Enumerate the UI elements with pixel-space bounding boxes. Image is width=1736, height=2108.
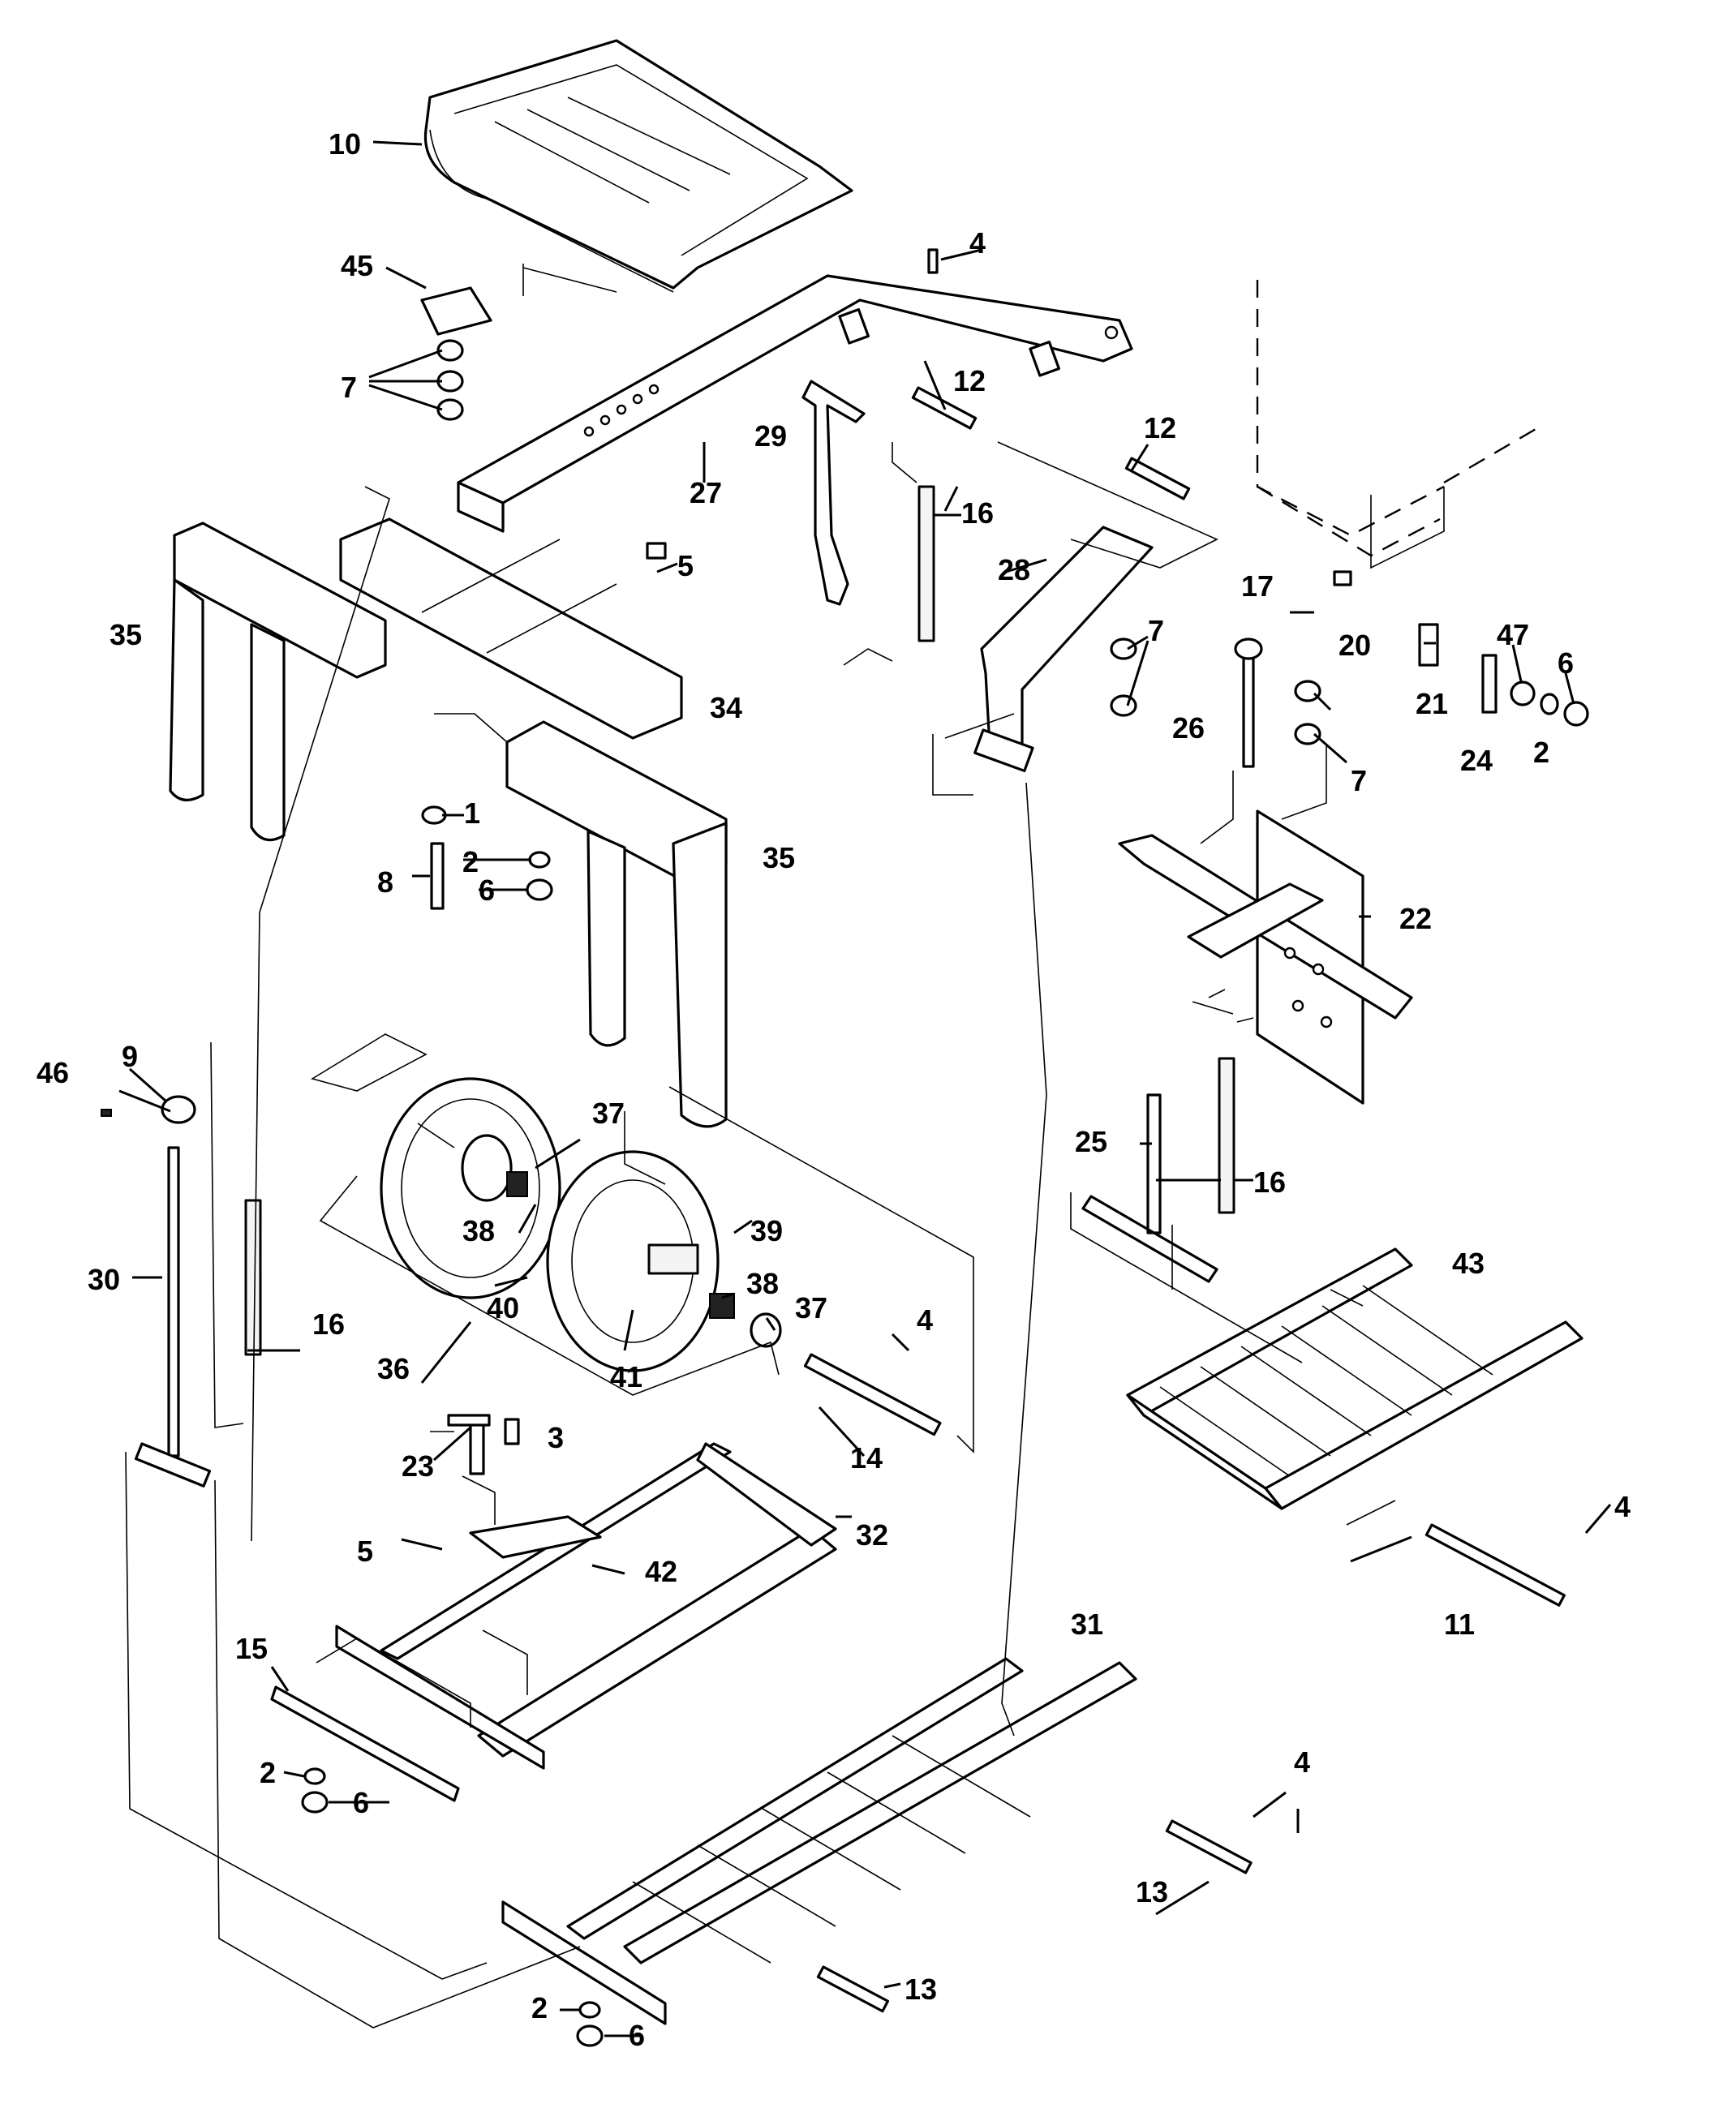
label-36: 36 (377, 1352, 410, 1385)
label-5-a: 5 (677, 549, 694, 582)
fork-bracket-right (505, 720, 728, 1128)
nut-stack (436, 339, 464, 421)
label-40: 40 (487, 1291, 519, 1324)
label-11: 11 (1444, 1608, 1475, 1641)
label-21: 21 (1416, 687, 1448, 720)
cover-plate-part (420, 286, 492, 336)
label-35-a: 35 (110, 618, 142, 651)
leader-lines (118, 140, 1612, 2037)
strap-part (270, 1685, 460, 1802)
label-12-a: 12 (953, 364, 986, 397)
label-38-a: 38 (462, 1214, 495, 1247)
label-7-b: 7 (1148, 614, 1164, 647)
drag-frame-part (335, 1414, 837, 1770)
label-2-d: 2 (531, 1991, 548, 2024)
seat-frame-part (457, 274, 1133, 533)
label-25: 25 (1075, 1125, 1107, 1158)
seat-part (423, 39, 853, 293)
small-harrow-part (1126, 1247, 1583, 1510)
machine-outline-dashed (1256, 280, 1542, 569)
rod-assembly-left (101, 1095, 212, 1488)
misc-fasteners (301, 542, 1321, 2047)
label-28: 28 (998, 553, 1030, 586)
label-16-b: 16 (1253, 1166, 1286, 1199)
lynch-pin-part (1242, 651, 1255, 768)
label-27: 27 (690, 476, 722, 509)
large-harrow-part (501, 1657, 1253, 2025)
label-29: 29 (754, 419, 787, 453)
t-handle-part (1081, 1093, 1218, 1283)
label-14: 14 (850, 1441, 883, 1475)
label-4-c: 4 (1614, 1490, 1631, 1523)
label-37-b: 37 (795, 1291, 827, 1324)
label-23: 23 (402, 1449, 434, 1483)
fork-bracket-left (169, 522, 387, 842)
assembly-lines (125, 264, 1396, 2029)
label-12-b: 12 (1144, 411, 1176, 444)
label-43: 43 (1452, 1247, 1485, 1280)
label-41: 41 (610, 1360, 642, 1393)
label-37-a: 37 (592, 1097, 625, 1130)
label-35-b: 35 (763, 841, 795, 874)
label-2-a: 2 (1533, 736, 1549, 769)
label-34: 34 (710, 691, 742, 724)
label-30: 30 (88, 1263, 120, 1296)
lever-part (801, 380, 866, 606)
label-6-c: 6 (353, 1786, 369, 1819)
label-4-a: 4 (969, 226, 986, 260)
label-10: 10 (329, 127, 361, 161)
wheel-assembly (380, 1077, 782, 1372)
label-2-c: 2 (260, 1756, 276, 1789)
label-39: 39 (750, 1214, 783, 1247)
channel-part (339, 517, 683, 740)
label-20: 20 (1339, 629, 1371, 662)
label-6-a: 6 (1558, 646, 1574, 680)
label-42: 42 (645, 1555, 677, 1588)
label-7-c: 7 (1351, 764, 1367, 797)
label-47: 47 (1497, 618, 1529, 651)
label-1: 1 (464, 796, 480, 830)
right-hardware-parts (1333, 570, 1589, 727)
label-5-b: 5 (357, 1535, 373, 1568)
axle-part (803, 1353, 942, 1436)
label-17: 17 (1241, 569, 1274, 603)
part-labels: 10 45 7 27 4 12 12 29 16 5 28 17 7 20 47… (37, 127, 1631, 2052)
label-46: 46 (37, 1056, 69, 1089)
mount-plate-part (1118, 809, 1413, 1105)
label-9: 9 (122, 1040, 138, 1073)
label-8: 8 (377, 865, 393, 899)
label-32: 32 (856, 1518, 888, 1552)
label-6-d: 6 (629, 2019, 645, 2052)
label-4-d: 4 (1294, 1745, 1310, 1779)
threaded-rod-parts (244, 485, 1235, 1356)
label-31: 31 (1071, 1608, 1103, 1641)
label-3: 3 (548, 1421, 564, 1454)
pin-part-right (1424, 1523, 1566, 1607)
label-22: 22 (1399, 902, 1432, 935)
label-16-a: 16 (961, 496, 994, 530)
label-16-c: 16 (312, 1307, 345, 1341)
label-2-b: 2 (462, 845, 479, 878)
label-4-b: 4 (917, 1303, 933, 1337)
label-15: 15 (235, 1632, 268, 1665)
label-38-b: 38 (746, 1267, 779, 1300)
label-24: 24 (1460, 744, 1493, 777)
label-7-a: 7 (341, 371, 357, 404)
label-13-b: 13 (905, 1973, 937, 2006)
arm-bracket-part (980, 526, 1154, 748)
label-13-a: 13 (1136, 1875, 1168, 1908)
label-26: 26 (1172, 711, 1205, 745)
label-6-b: 6 (479, 874, 495, 907)
label-45: 45 (341, 249, 373, 282)
